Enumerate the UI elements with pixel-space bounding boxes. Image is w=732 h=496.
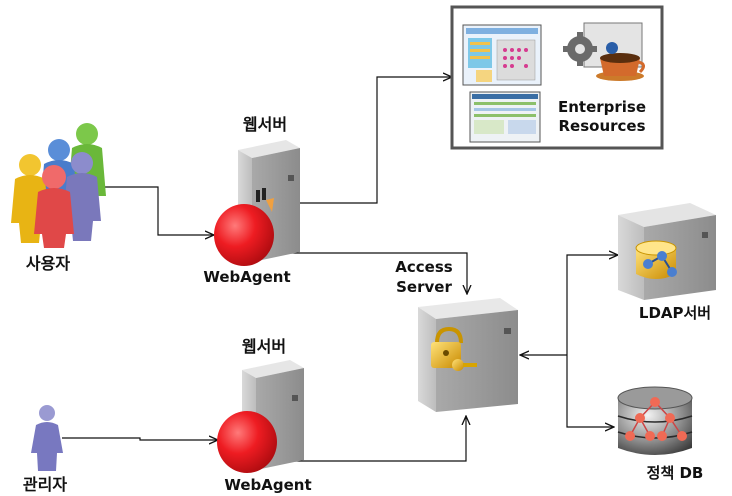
- arrow-webagent-to-access-server: [268, 252, 467, 294]
- enterprise-label-line2: Resources: [558, 117, 646, 135]
- users-label: 사용자: [26, 254, 70, 273]
- admin-icon: [31, 405, 63, 471]
- arrow-admin-to-webagent: [62, 438, 218, 440]
- arrow-to-ldap: [566, 255, 618, 355]
- key-icon: [452, 359, 477, 371]
- access-server-label-line2: Server: [396, 278, 452, 296]
- arrow-users-to-webagent: [100, 186, 214, 235]
- enterprise-resources-box: [450, 5, 664, 150]
- webagent-top-label: WebAgent: [203, 268, 290, 286]
- ldap-server-label: LDAP서버: [639, 304, 711, 322]
- webserver-top-label: 웹서버: [243, 115, 287, 134]
- enterprise-resources-label: Enterprise Resources: [544, 98, 660, 136]
- arrow-to-policy-db: [566, 355, 614, 427]
- arrow-webagent-to-access-server-bottom: [270, 416, 466, 462]
- arrow-webserver-to-enterprise: [300, 77, 452, 204]
- webagent-bottom-label: WebAgent: [224, 476, 311, 494]
- connectors: [62, 77, 618, 462]
- ldap-server-icon: [618, 203, 716, 300]
- users-icon: [11, 123, 106, 248]
- webserver-bottom-label: 웹서버: [242, 337, 286, 356]
- access-server-icon: [418, 298, 518, 412]
- enterprise-label-line1: Enterprise: [557, 98, 647, 116]
- policy-db-label: 정책 DB: [647, 464, 704, 482]
- enterprise-resources-icon: [462, 22, 645, 143]
- webagent-icon: [217, 411, 277, 473]
- webagent-icon: [214, 204, 274, 266]
- admin-label: 관리자: [23, 475, 67, 494]
- policy-db-icon: [617, 386, 693, 455]
- access-server-label-line1: Access: [395, 258, 452, 276]
